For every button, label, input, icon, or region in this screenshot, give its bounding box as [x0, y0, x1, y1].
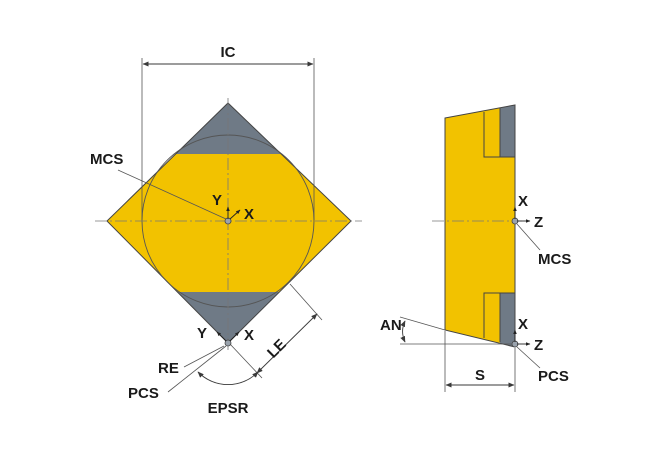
- epsr-label: EPSR: [208, 400, 249, 417]
- s-label: S: [475, 367, 485, 384]
- pcs-x-axis-front: [229, 331, 240, 342]
- side-grey-top: [500, 105, 515, 157]
- front-view: IC MCS Y X Y X RE PCS LE EPSR: [90, 44, 362, 417]
- side-notch-bottom: [483, 292, 515, 338]
- mcs-z-label-side: Z: [534, 214, 543, 231]
- pcs-z-label-side: Z: [534, 337, 543, 354]
- mcs-x-label-side: X: [518, 193, 528, 210]
- side-grey-bottom: [500, 293, 515, 347]
- side-view: X Z MCS X Z PCS AN S: [380, 104, 571, 392]
- mcs-label: MCS: [90, 151, 123, 168]
- side-notch-top: [483, 112, 515, 158]
- pcs-x-label-front: X: [244, 327, 254, 344]
- mcs-y-label: Y: [212, 192, 222, 209]
- pcs-leader-side: [516, 346, 541, 369]
- an-angle-arc: [400, 320, 406, 343]
- pcs-y-axis-front: [216, 331, 227, 342]
- le-label: LE: [264, 336, 290, 362]
- mcs-x-axis: [229, 209, 241, 220]
- re-leader: [183, 345, 225, 368]
- ic-label: IC: [221, 44, 236, 61]
- epsr-arc: [197, 371, 259, 385]
- le-extension-2: [289, 283, 323, 321]
- an-flank-extension: [399, 316, 446, 331]
- pcs-x-label-side: X: [518, 316, 528, 333]
- pcs-origin-front: [224, 339, 232, 347]
- re-label: RE: [158, 360, 179, 377]
- an-label: AN: [380, 317, 402, 334]
- mcs-label-side: MCS: [538, 251, 571, 268]
- pcs-label-front: PCS: [128, 385, 159, 402]
- le-dimension-line: [256, 313, 318, 374]
- mcs-leader: [117, 169, 227, 220]
- pcs-label-side: PCS: [538, 368, 569, 385]
- insert-body-side: [445, 105, 515, 347]
- mcs-leader-side: [516, 223, 541, 251]
- corner-top-grey: [107, 103, 351, 154]
- pcs-leader-front: [167, 345, 227, 393]
- mcs-x-label: X: [244, 206, 254, 223]
- pcs-y-label-front: Y: [197, 325, 207, 342]
